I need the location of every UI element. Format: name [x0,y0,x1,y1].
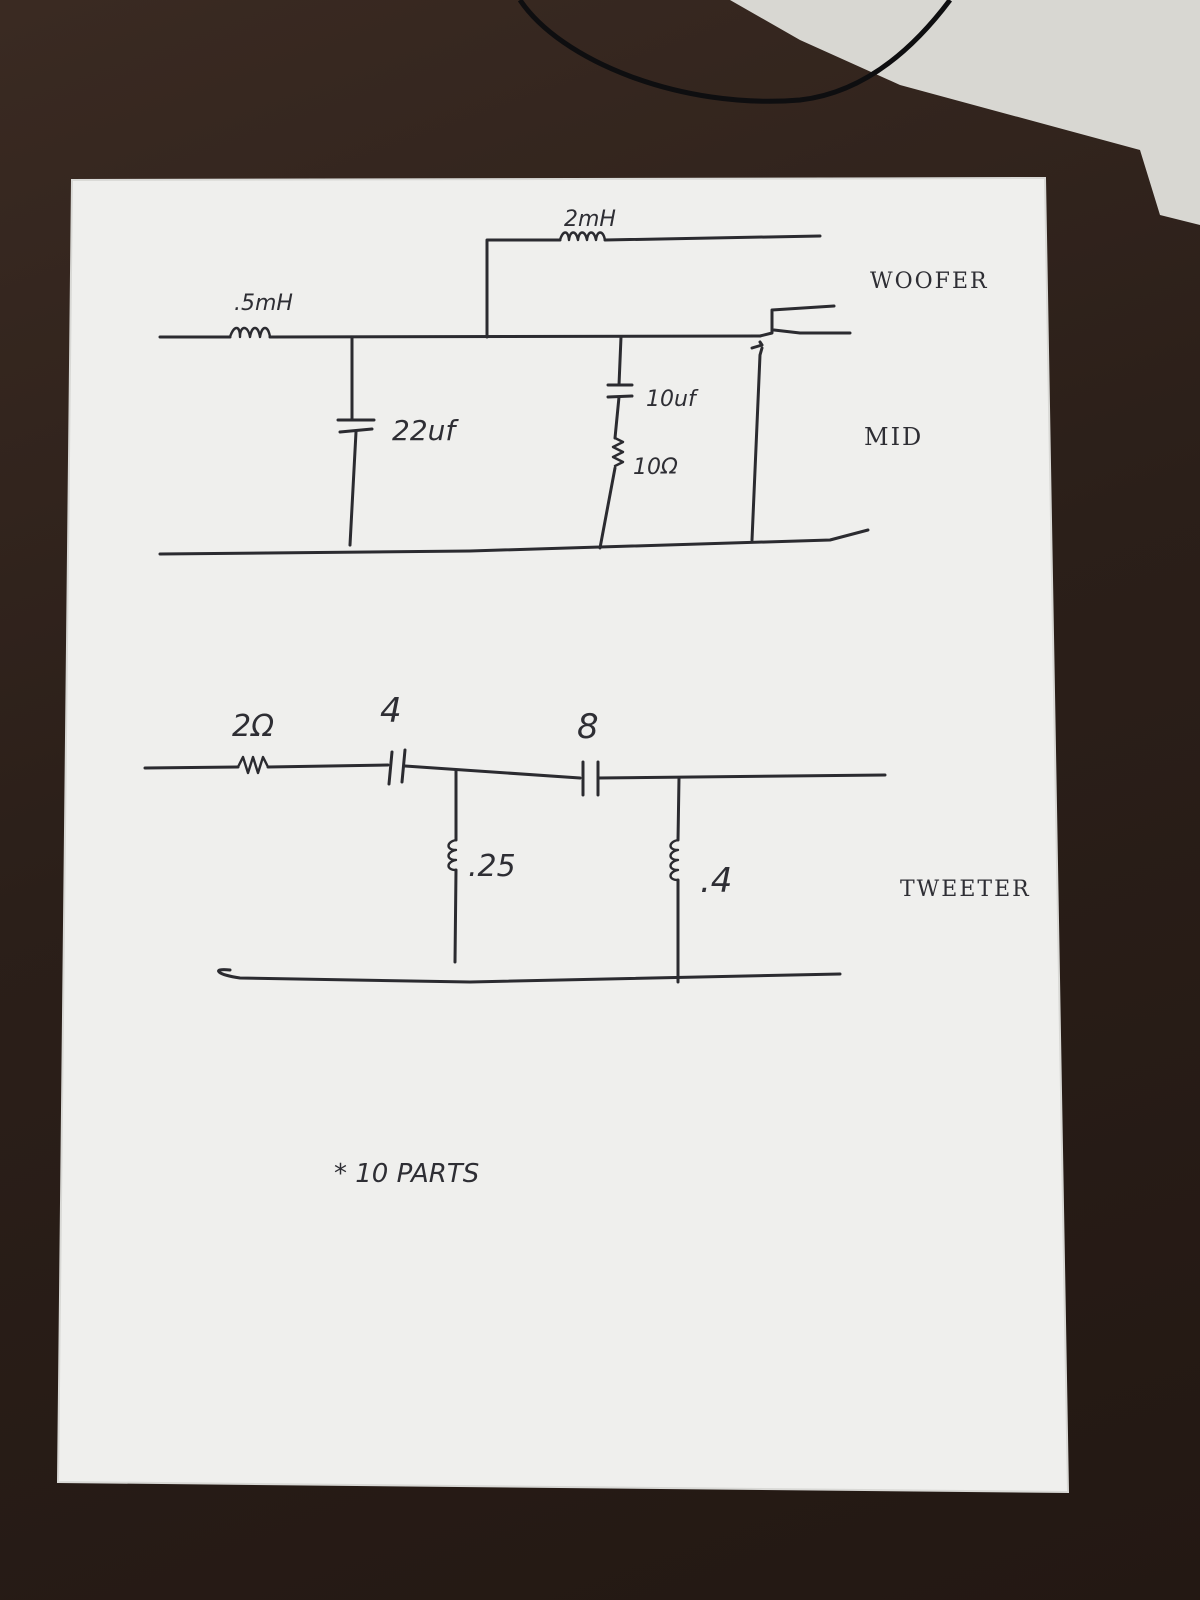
top-bus-wire [268,334,762,339]
label-inductor-0.5mH: .5mH [234,291,293,316]
woofer-output-lower [772,328,852,335]
cap4-plate-1 [387,750,394,786]
inductor-0.5mH [228,326,272,339]
inductor-0.4 [669,838,680,882]
label-resistor-2ohm: 2Ω [232,709,274,744]
l04-lead-top [676,776,681,842]
label-tweeter: TWEETER [900,877,1031,902]
label-mid: MID [864,423,923,451]
label-resistor-10ohm: 10Ω [633,455,678,480]
cap22-lead-bottom [348,430,358,547]
inductor-0.25 [447,838,458,872]
label-capacitor-4: 4 [380,691,402,731]
glasses-cord [517,0,952,104]
label-capacitor-22uf: 22uf [392,414,459,447]
label-capacitor-10uf: 10uf [646,387,699,412]
tweeter-output-wire [596,773,887,780]
label-woofer: WOOFER [870,269,989,294]
paper-sheet [58,178,1068,1492]
tweeter-input-wire [143,765,240,770]
rc-lead-mid [613,395,621,440]
cap22-plate-2 [338,427,374,434]
label-inductor-0.25: .25 [468,849,516,884]
woofer-output-upper [758,304,836,338]
l025-lead-bottom [453,868,458,964]
resistor-10ohm [611,436,625,468]
woofer-output-hook [750,340,764,350]
inductor-2mH [558,231,607,242]
label-inductor-0.4: .4 [700,861,732,901]
rc-lead-bottom [598,466,617,550]
wire-c1-to-c2 [403,764,582,780]
footnote: * 10 PARTS [334,1159,479,1189]
bridge-wire-left [485,238,562,339]
wire-r-to-c1 [266,763,390,769]
ground-wire-top [158,528,870,556]
label-inductor-2mH: 2mH [564,207,616,232]
label-capacitor-8: 8 [577,707,599,747]
rc-lead-top [617,335,623,387]
bridge-wire-right [603,234,822,242]
tweeter-ground-wire [217,968,842,984]
background-paper [730,0,1200,225]
resistor-2ohm [236,755,270,775]
mid-return-wire [750,346,764,542]
woofer-mid-circuit [158,231,870,556]
tweeter-circuit [143,748,887,984]
